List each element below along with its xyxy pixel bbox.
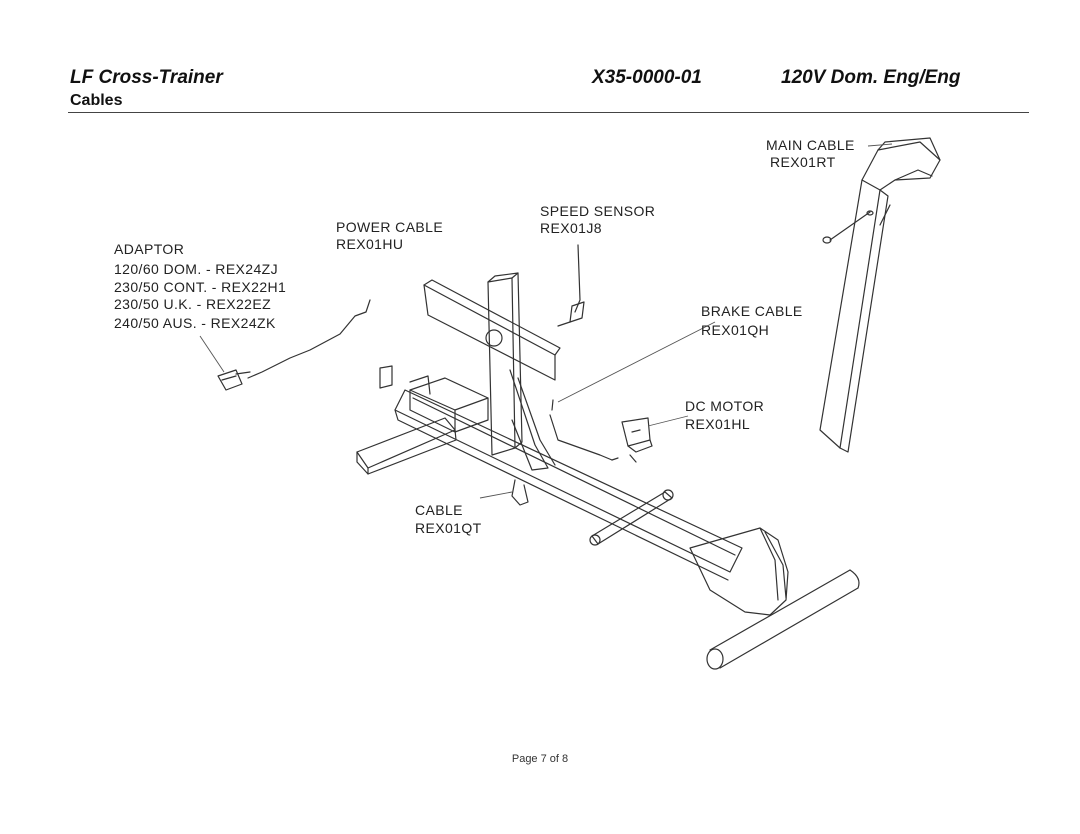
loop-cable-part (511, 479, 529, 506)
upright-bracket (423, 279, 561, 471)
upright-column (485, 272, 523, 456)
label-adaptor: ADAPTOR (114, 241, 185, 257)
adaptor-variant: 120/60 DOM. - REX24ZJ (114, 261, 279, 277)
code-dc-motor: REX01HL (685, 416, 751, 432)
code-power-cable: REX01HU (336, 236, 404, 252)
label-main-cable: MAIN CABLE (766, 137, 855, 153)
rear-shroud (689, 527, 789, 616)
code-speed-sensor: REX01J8 (540, 220, 602, 236)
rear-cross-member (356, 417, 457, 475)
label-power-cable: POWER CABLE (336, 219, 444, 235)
power-cable-part (247, 299, 371, 379)
adaptor-variant: 230/50 U.K. - REX22EZ (114, 296, 272, 312)
code-cable: REX01QT (415, 520, 482, 536)
part-number: X35-0000-01 (592, 67, 702, 88)
document-title: LF Cross-Trainer (70, 67, 223, 88)
adaptor-variant: 240/50 AUS. - REX24ZK (114, 315, 276, 331)
header-rule (68, 112, 1029, 113)
label-speed-sensor: SPEED SENSOR (540, 203, 656, 219)
label-brake-cable: BRAKE CABLE (701, 303, 803, 319)
adaptor-part (217, 369, 251, 391)
section-subtitle: Cables (70, 92, 123, 109)
speed-sensor-part (557, 244, 585, 327)
label-cable: CABLE (415, 502, 463, 518)
brake-cable-part (549, 399, 619, 461)
crank-axle (589, 489, 674, 546)
label-dc-motor: DC MOTOR (685, 398, 765, 414)
voltage-spec: 120V Dom. Eng/Eng (781, 67, 961, 88)
console-mast (819, 137, 941, 453)
page-number: Page 7 of 8 (511, 753, 569, 765)
base-beam (394, 389, 743, 581)
code-main-cable: REX01RT (770, 154, 836, 170)
code-brake-cable: REX01QH (701, 322, 770, 338)
dc-motor-part (621, 417, 653, 463)
electronics-box (379, 365, 489, 433)
front-stabilizer (706, 569, 860, 670)
adaptor-variant: 230/50 CONT. - REX22H1 (114, 279, 287, 295)
